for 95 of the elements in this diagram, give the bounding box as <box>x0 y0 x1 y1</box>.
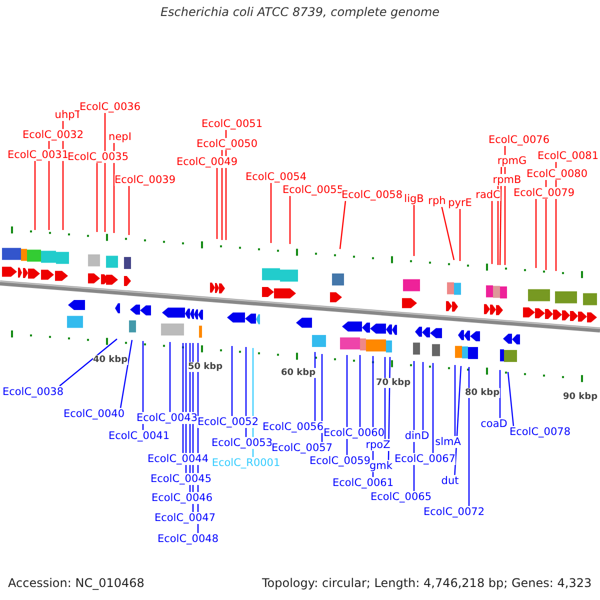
gene-label: EcolC_0035 <box>67 151 129 163</box>
gene-label: EcolC_0055 <box>282 184 344 196</box>
gene-label: EcolC_0078 <box>509 426 571 438</box>
footer-text: Topology: circular; Length: 4,746,218 bp; Genes: 4,323 <box>262 576 592 590</box>
gene-label: EcolC_0039 <box>114 174 176 186</box>
leader-line <box>499 370 501 418</box>
leader-line <box>441 206 455 260</box>
leader-line <box>120 340 133 408</box>
leader-line <box>359 355 361 427</box>
scale-label: 80 kbp <box>465 388 500 398</box>
gene-label: rpoZ <box>366 439 390 451</box>
gene-label: EcolC_0057 <box>271 442 333 454</box>
gene-label: EcolC_0052 <box>197 416 259 428</box>
leader-line <box>245 347 247 437</box>
gene-label: EcolC_0049 <box>176 156 238 168</box>
leader-line <box>339 200 346 250</box>
leader-line <box>535 199 537 268</box>
gene-label: EcolC_0081 <box>537 150 599 162</box>
gene-label: slmA <box>435 436 461 448</box>
leader-line <box>182 343 184 453</box>
gene-label: EcolC_0051 <box>201 118 263 130</box>
gene-label: EcolC_0047 <box>154 512 216 524</box>
title: Escherichia coli ATCC 8739, complete genome <box>159 5 441 19</box>
leader-line <box>48 141 50 230</box>
scale-label: 50 kbp <box>188 362 223 372</box>
leader-line <box>454 366 462 476</box>
gene-label: rpmG <box>497 155 527 167</box>
scale-label: 60 kbp <box>281 368 316 378</box>
leader-line <box>468 367 470 506</box>
leader-line <box>169 342 171 412</box>
leader-line <box>459 209 461 261</box>
leader-line <box>346 355 348 455</box>
gene-label: EcolC_0045 <box>150 473 212 485</box>
leader-line <box>491 201 493 264</box>
gene-label: gmk <box>370 460 392 472</box>
gene-label: EcolC_0041 <box>108 430 170 442</box>
gene-label: EcolC_0053 <box>211 437 273 449</box>
leader-line <box>96 163 98 232</box>
gene-label: EcolC_0043 <box>136 412 198 424</box>
gene-label: coaD <box>480 418 508 430</box>
gene-label: EcolC_0065 <box>370 491 432 503</box>
leader-line <box>128 186 130 235</box>
gene-label: dut <box>441 475 459 487</box>
gene-label: rpmB <box>492 174 522 186</box>
gene-label: pyrE <box>448 197 472 209</box>
gene-label: EcolC_0059 <box>309 455 371 467</box>
leader-line <box>499 167 502 265</box>
leader-line <box>422 362 424 430</box>
leader-line <box>545 180 547 270</box>
leader-line <box>289 196 291 244</box>
scale-label: 70 kbp <box>376 378 411 388</box>
gene-label: EcolC_0079 <box>513 187 575 199</box>
gene-label: EcolC_0040 <box>63 408 125 420</box>
leader-line <box>454 365 456 436</box>
gene-label: EcolC_0038 <box>2 386 64 398</box>
gene-label: EcolC_0032 <box>22 129 84 141</box>
leader-line <box>507 372 514 426</box>
leader-line <box>104 113 106 232</box>
leader-line <box>413 205 415 256</box>
footer-text: Accession: NC_010468 <box>8 576 144 590</box>
gene-label: rph <box>428 195 446 207</box>
gene-label: EcolC_0080 <box>526 168 588 180</box>
leader-line <box>221 150 223 240</box>
leader-line <box>321 354 323 442</box>
gene-label: EcolC_0067 <box>394 453 456 465</box>
gene-label: EcolC_0056 <box>262 421 324 433</box>
gene-label: nepI <box>108 131 132 143</box>
gene-label: ligB <box>404 193 424 205</box>
gene-label: EcolC_0054 <box>245 171 307 183</box>
gene-label: EcolC_0060 <box>323 427 385 439</box>
leader-line <box>34 161 36 230</box>
gene-label: EcolC_0076 <box>488 134 550 146</box>
leader-line <box>142 341 144 430</box>
leader-line <box>231 346 233 416</box>
gene-label: uhpT <box>54 109 82 121</box>
gene-label: EcolC_0061 <box>332 477 394 489</box>
gene-label: dinD <box>404 430 430 442</box>
leader-line <box>216 168 218 239</box>
leader-line <box>270 183 272 243</box>
gene-label: EcolC_0036 <box>79 101 141 113</box>
gene-label: EcolC_0044 <box>147 453 209 465</box>
gene-label: EcolC_0046 <box>151 492 213 504</box>
scale-label: 90 kbp <box>563 392 598 402</box>
gene-label: EcolC_0072 <box>423 506 485 518</box>
gene-label: EcolC_0048 <box>157 533 219 545</box>
gene-label: radC <box>476 189 500 201</box>
leader-line <box>113 143 115 233</box>
leader-line <box>59 338 118 386</box>
scale-label: 40 kbp <box>93 355 128 365</box>
gene-label: EcolC_0058 <box>341 189 403 201</box>
gene-label: EcolC_R0001 <box>212 457 280 469</box>
leader-line <box>384 357 386 439</box>
leader-line <box>432 363 434 453</box>
gene-label: EcolC_0031 <box>7 149 69 161</box>
gene-label: EcolC_0050 <box>196 138 258 150</box>
